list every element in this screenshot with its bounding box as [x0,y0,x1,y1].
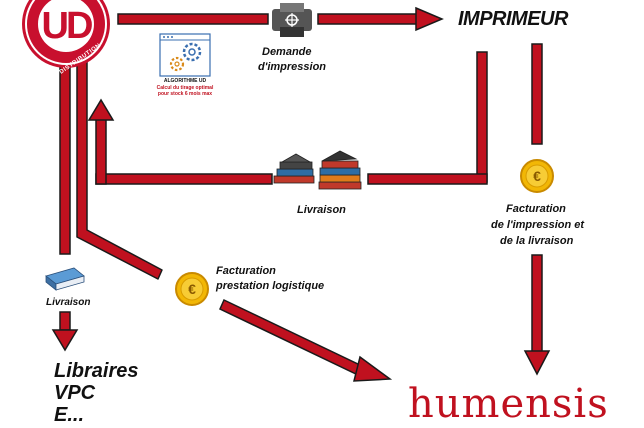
arrow-imprimeur-down [476,51,488,183]
flow-arrows [51,6,551,382]
arrow-coin-to-humensis-diagonal [219,298,363,377]
euro-coin-icon: € [520,159,554,193]
demande-label-line1: Demande [262,46,312,58]
arrow-head-imprimeur [415,6,444,32]
book-icon [45,267,85,291]
factu-impression-line2: de l'impression et [491,219,585,231]
arrow-logo-to-printer [117,13,269,25]
arrow-logo-to-livraison [59,57,71,255]
arrow-coin-to-humensis [531,254,543,354]
arrow-up-to-logo [95,117,107,185]
factu-impression-line3: de la livraison [500,235,574,247]
factu-logistique-line2: prestation logistique [216,280,325,292]
factu-logistique-line1: Facturation [216,265,276,277]
arrow-livraison-right-segment [367,173,488,185]
arrow-head-humensis [523,350,551,376]
arrow-head-logo [87,98,115,121]
euro-coin-icon: € [175,272,209,306]
arrow-printer-to-imprimeur [317,13,419,25]
arrow-livraison-to-libraires [59,311,71,331]
svg-text:€: € [188,281,196,297]
svg-text:€: € [533,168,541,184]
factu-impression-line1: Facturation [506,203,566,215]
destination-third: E... [54,404,85,426]
humensis-logo: humensis [408,381,609,427]
algorithm-title: ALGORITHME UD [163,78,207,84]
destination-vpc: VPC [54,382,96,404]
books-icon [273,150,362,190]
logo-letters: UD [42,5,92,47]
imprimeur-node: IMPRIMEUR [458,8,568,30]
livraison-left-label: Livraison [46,297,91,308]
arrow-head-libraires [51,329,79,352]
algorithm-line2: pour stock 6 mois max [157,91,213,97]
printer-icon [272,3,312,37]
livraison-center-label: Livraison [297,204,346,216]
flow-diagram: UD DISTRIBUTION [22,0,608,427]
arrow-imprimeur-to-coin [531,43,543,145]
gears-icon [169,42,202,72]
algorithm-line1: Calcul du tirage optimal [156,85,214,91]
algorithm-window [159,33,211,77]
arrow-head-humensis-diagonal [353,355,393,382]
arrow-livraison-left-segment [95,173,273,185]
ud-logo: UD DISTRIBUTION [22,0,110,76]
demande-label-line2: d'impression [258,61,327,73]
destination-libraires: Libraires [54,360,139,382]
